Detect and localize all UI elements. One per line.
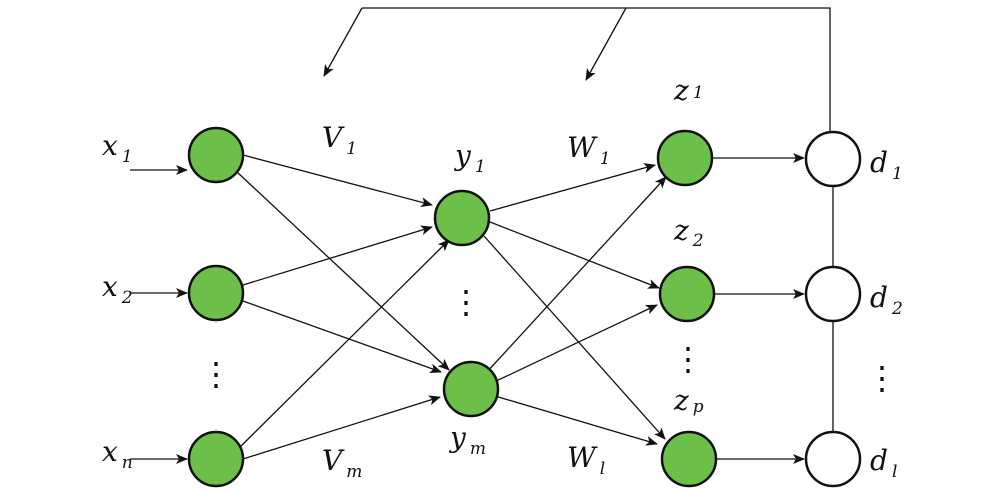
edge-xn-y1 bbox=[236, 239, 450, 451]
feedback-line bbox=[362, 7, 831, 132]
input-layer bbox=[187, 126, 245, 488]
input-hidden-connections bbox=[236, 154, 450, 460]
target-node-l bbox=[804, 430, 862, 488]
output-node-2 bbox=[658, 265, 716, 323]
input-node-2 bbox=[187, 264, 245, 322]
edge-y1-z2 bbox=[489, 221, 660, 289]
input-node-1 bbox=[187, 126, 245, 184]
hidden-layer bbox=[433, 189, 500, 418]
hidden-node-1 bbox=[433, 189, 491, 247]
edge-y1-zp bbox=[483, 235, 666, 440]
target-node-2 bbox=[804, 265, 862, 323]
feedback-arrow-to-w bbox=[585, 7, 627, 81]
output-target-arrows bbox=[713, 153, 805, 464]
output-node-p bbox=[660, 430, 718, 488]
edge-y1-z1 bbox=[489, 163, 656, 212]
edge-ym-z2 bbox=[491, 304, 658, 384]
input-ellipsis: ⋮ bbox=[200, 355, 232, 393]
feedback-loop bbox=[323, 7, 831, 132]
feedback-arrow-to-v bbox=[323, 7, 363, 77]
output-layer bbox=[656, 129, 718, 488]
edge-x2-y1 bbox=[242, 225, 433, 286]
target-layer bbox=[804, 130, 862, 488]
edge-x1-ym bbox=[236, 171, 450, 371]
hidden-output-connections bbox=[483, 163, 667, 446]
target-ellipsis: ⋮ bbox=[866, 359, 898, 397]
output-ellipsis: ⋮ bbox=[672, 340, 704, 378]
edge-x2-ym bbox=[242, 300, 442, 373]
output-node-1 bbox=[656, 129, 714, 187]
edge-ym-z1 bbox=[485, 176, 667, 374]
hidden-ellipsis: ⋮ bbox=[450, 283, 482, 321]
input-arrows bbox=[130, 165, 188, 464]
edge-xn-ym bbox=[242, 395, 441, 460]
input-node-n bbox=[187, 430, 245, 488]
edge-ym-zp bbox=[494, 395, 658, 446]
target-node-1 bbox=[804, 130, 862, 188]
hidden-node-m bbox=[442, 360, 500, 418]
edge-x1-y1 bbox=[242, 154, 433, 208]
